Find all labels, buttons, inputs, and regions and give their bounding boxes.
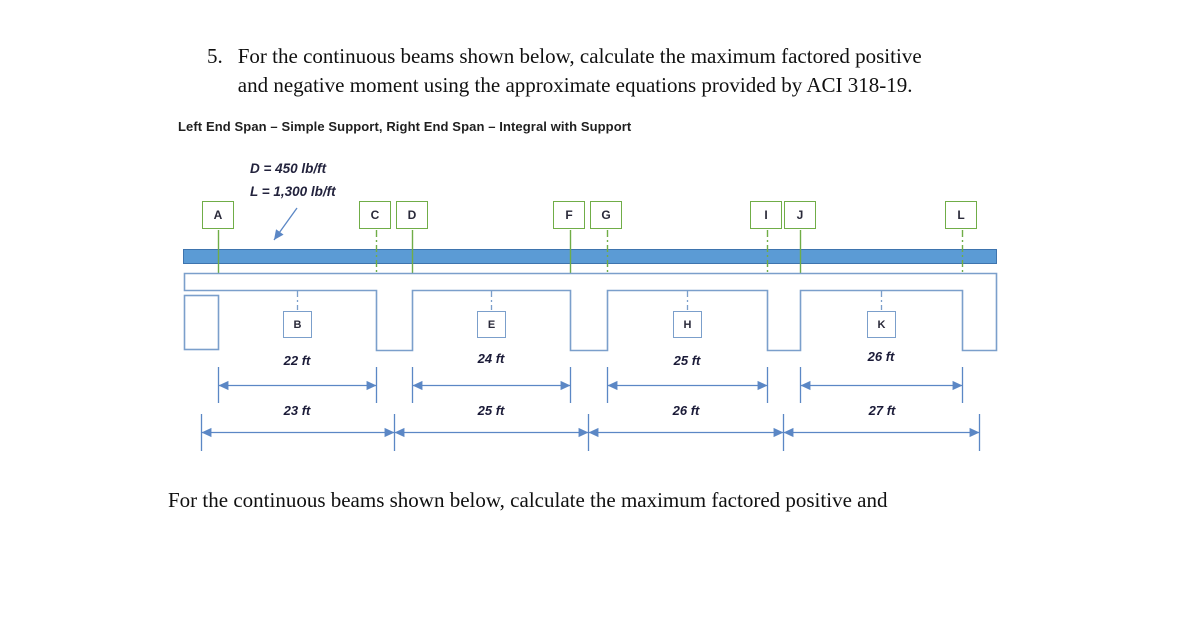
grid-label-j: J (784, 201, 816, 229)
support-label-h: H (673, 311, 702, 338)
clear-span-2-label: 24 ft (477, 351, 505, 366)
center-span-dimensions (200, 414, 981, 451)
cc-span-1-label: 23 ft (283, 403, 311, 418)
beam-plan-bar (183, 249, 997, 264)
grid-label-i: I (750, 201, 782, 229)
grid-label-c: C (359, 201, 391, 229)
cc-span-4-label: 27 ft (868, 403, 896, 418)
dead-load-label: D = 450 lb/ft (250, 161, 327, 176)
grid-label-l: L (945, 201, 977, 229)
load-arrow (273, 207, 298, 241)
footer-paragraph: For the continuous beams shown below, ca… (168, 488, 888, 512)
support-connectors (296, 291, 883, 310)
left-end-column (183, 294, 220, 351)
figure-caption: Left End Span – Simple Support, Right En… (178, 119, 632, 134)
problem-number: 5. (207, 44, 223, 68)
grid-label-f: F (553, 201, 585, 229)
clear-span-3-label: 25 ft (673, 353, 701, 368)
grid-label-d: D (396, 201, 428, 229)
grid-label-a: A (202, 201, 234, 229)
clear-span-1-label: 22 ft (283, 353, 311, 368)
clear-span-dimensions (217, 367, 964, 403)
support-label-b: B (283, 311, 312, 338)
cc-span-3-label: 26 ft (672, 403, 700, 418)
support-label-k: K (867, 311, 896, 338)
problem-text: For the continuous beams shown below, ca… (238, 42, 922, 100)
grid-label-g: G (590, 201, 622, 229)
problem-text-line-2: and negative moment using the approximat… (237, 73, 913, 97)
support-label-e: E (477, 311, 506, 338)
clear-span-4-label: 26 ft (867, 349, 895, 364)
problem-text-line-1: For the continuous beams shown below, ca… (237, 44, 922, 68)
live-load-label: L = 1,300 lb/ft (250, 184, 336, 199)
problem-heading: 5. For the continuous beams shown below,… (207, 42, 922, 100)
cc-span-2-label: 25 ft (477, 403, 505, 418)
